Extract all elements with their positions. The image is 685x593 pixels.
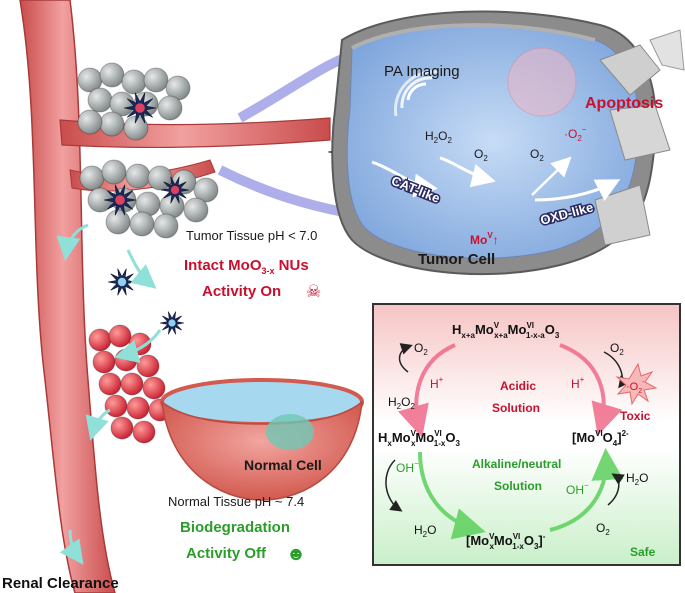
tumor-sphere	[121, 69, 147, 95]
h2o2-left: H2O2	[388, 395, 415, 411]
nanoparticle-star-core	[168, 319, 176, 327]
nanoparticle-star-core	[135, 103, 145, 113]
normal-ph-label: Normal Tissue pH ~ 7.4	[168, 494, 304, 509]
normal-sphere	[120, 372, 144, 396]
o2-bottom: O2	[596, 521, 610, 537]
oxd-arrow	[534, 179, 621, 202]
normal-sphere	[92, 350, 116, 374]
superoxide-cell-label: ·O2−	[564, 125, 587, 143]
left-text: Tumor Tissue pH < 7.0 Intact MoO3-x NUs …	[2, 228, 322, 592]
intact-nus-label: Intact MoO3-x NUs	[184, 257, 309, 276]
normal-sphere	[126, 396, 150, 420]
flow-arrows	[56, 223, 162, 565]
tumor-sphere	[99, 62, 125, 88]
normal-sphere	[98, 372, 122, 396]
biodegradation-label: Biodegradation	[180, 519, 290, 536]
mid-right-formula: [MoVIO4]2-	[572, 429, 629, 448]
smile-icon: ☻	[286, 544, 306, 565]
cat-arrow-out	[439, 156, 496, 188]
h-plus-left: H+	[430, 375, 444, 391]
normal-cell-illustration	[160, 378, 364, 501]
tumor-sphere	[153, 213, 179, 239]
normal-cell-label: Normal Cell	[244, 457, 322, 473]
normal-sphere	[136, 354, 160, 378]
oh-left: OH−	[396, 459, 419, 475]
tumor-sphere	[129, 211, 155, 237]
acidic-label: Acidic	[500, 379, 536, 393]
h2o2-cell-label: H2O2	[425, 129, 452, 145]
activity-on-label: Activity On	[202, 283, 281, 300]
alkaline-solution-label: Solution	[494, 479, 542, 493]
o2-left: O2	[414, 341, 428, 357]
o2-right: O2	[610, 341, 624, 357]
o2-cell-label-b: O2	[530, 147, 544, 163]
tumor-sphere	[157, 95, 183, 121]
normal-sphere	[88, 328, 112, 352]
normal-sphere	[132, 420, 156, 444]
cat-arrow-in	[371, 160, 438, 198]
acidic-solution-label: Solution	[492, 401, 540, 415]
tumor-ph-label: Tumor Tissue pH < 7.0	[186, 228, 317, 243]
h2o-right: H2O	[626, 471, 648, 487]
tumor-sphere	[101, 159, 127, 185]
normal-tissue-cluster	[88, 324, 172, 444]
o2-cell-label-a: O2	[474, 147, 488, 163]
pa-imaging-label: PA Imaging	[384, 63, 460, 80]
tumor-sphere	[183, 197, 209, 223]
tumor-sphere	[77, 109, 103, 135]
normal-sphere	[142, 376, 166, 400]
skull-icon: ☠	[306, 282, 321, 301]
renal-clearance-label: Renal Clearance	[2, 575, 119, 592]
tumor-sphere	[193, 177, 219, 203]
safe-label: Safe	[630, 545, 656, 559]
nanoparticle-star-core	[115, 195, 125, 205]
h-plus-right: H+	[571, 375, 585, 391]
tumor-sphere	[87, 87, 113, 113]
oh-right: OH−	[566, 481, 589, 497]
tumor-tissue-cluster	[77, 62, 219, 239]
tumor-cell-label: Tumor Cell	[418, 251, 495, 268]
tumor-sphere	[79, 165, 105, 191]
o2-to-radical-arrow	[531, 156, 572, 196]
normal-sphere	[108, 324, 132, 348]
radical-burst-icon	[615, 362, 658, 406]
tumor-sphere	[105, 209, 131, 235]
toxic-label: Toxic	[620, 409, 651, 423]
nucleus-shape	[507, 47, 577, 117]
tumor-sphere	[143, 67, 169, 93]
h2o-left: H2O	[414, 523, 436, 539]
radical-label: ·O2-	[626, 379, 645, 395]
nanoparticle-star-core	[170, 185, 180, 195]
apoptosis-label: Apoptosis	[585, 95, 663, 112]
tumor-sphere	[125, 163, 151, 189]
mechanism-box	[372, 303, 681, 566]
mo-v-label: MoV↑	[470, 231, 499, 247]
nanoparticle-star-core	[117, 277, 127, 287]
activity-off-label: Activity Off	[186, 545, 267, 562]
normal-sphere	[104, 394, 128, 418]
tumor-cell-panel	[331, 10, 685, 276]
normal-sphere	[110, 416, 134, 440]
pa-wave-icon	[394, 70, 439, 117]
alkaline-label: Alkaline/neutral	[472, 457, 561, 471]
tumor-sphere	[99, 111, 125, 137]
